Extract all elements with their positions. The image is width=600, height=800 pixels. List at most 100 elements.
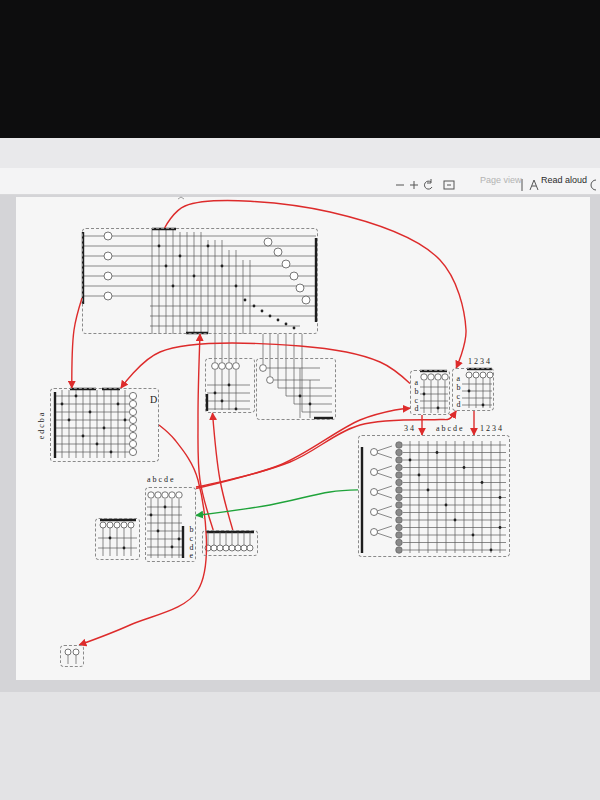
right-small-circuit-b-part <box>468 390 471 393</box>
toolbar-icons-part <box>444 181 454 189</box>
top-circuit-part <box>274 248 282 256</box>
circuit-box: 1 2 3 4a b c d <box>452 368 494 411</box>
signal-label: 3 4 <box>403 425 415 433</box>
middle-circuit-b-part <box>260 365 267 372</box>
top-circuit-part <box>244 299 247 302</box>
lower-middle-circuit <box>147 492 183 558</box>
left-circuit-part <box>129 408 136 415</box>
right-large-circuit-part <box>396 479 403 486</box>
right-large-circuit-part <box>371 469 378 476</box>
middle-circuit-b-part <box>267 377 274 384</box>
signal-arrow <box>196 490 358 516</box>
toolbar-icons-part <box>591 180 596 190</box>
left-circuit-part <box>129 448 136 455</box>
left-circuit-part <box>103 427 106 430</box>
right-large-circuit-part <box>403 445 506 550</box>
connectors <box>72 201 474 645</box>
middle-circuit-a-part <box>226 363 233 370</box>
right-large-circuit-part <box>396 547 403 554</box>
right-small-circuit-b-part <box>480 372 486 378</box>
middle-circuit-a-part <box>206 394 208 411</box>
lower-left-circuit-part <box>123 547 126 550</box>
right-small-circuit-a-part <box>423 393 426 396</box>
right-large-circuit-part <box>499 526 502 529</box>
output-lollipops-part <box>65 649 71 655</box>
right-small-circuit-b-part <box>466 372 472 378</box>
lower-middle-circuit-part <box>150 514 153 517</box>
top-circuit-part <box>302 296 310 304</box>
circuit-box <box>82 228 318 334</box>
top-circuit-part <box>172 285 175 288</box>
lower-middle-circuit-part <box>176 492 182 498</box>
toolbar-label: Read aloud <box>541 176 587 185</box>
circuit-box <box>60 645 84 667</box>
left-circuit-part <box>129 416 136 423</box>
left-circuit-part <box>129 400 136 407</box>
lower-middle-circuit-part <box>164 506 167 509</box>
left-circuit-part <box>110 451 113 454</box>
top-circuit-part <box>277 319 280 322</box>
lower-left-circuit-part <box>100 519 136 521</box>
left-circuit-part <box>129 392 136 399</box>
signal-arrow <box>79 425 206 645</box>
lower-left-circuit-part <box>100 522 106 528</box>
bottom-lollipop-row-part <box>211 545 217 551</box>
circuit-box <box>95 518 140 560</box>
lower-left-circuit <box>98 520 137 556</box>
top-circuit-part <box>221 265 224 268</box>
lower-middle-circuit-part <box>182 526 184 558</box>
right-large-circuit-part <box>396 539 403 546</box>
right-large-circuit-part <box>371 509 378 516</box>
middle-circuit-b-part <box>267 368 320 418</box>
right-large-circuit-part <box>410 441 500 553</box>
signal-label: a b c d <box>455 375 462 410</box>
right-large-circuit-part <box>396 464 403 471</box>
right-small-circuit-b-part <box>473 372 479 378</box>
toolbar-icons <box>178 179 596 199</box>
toolbar-icons-part <box>396 181 418 189</box>
left-circuit-part <box>82 435 85 438</box>
right-large-circuit-part <box>396 487 403 494</box>
right-large-circuit-part <box>396 532 403 539</box>
lower-middle-circuit-part <box>171 546 174 549</box>
right-large-circuit-part <box>436 451 439 454</box>
right-large-circuit-part <box>361 447 363 553</box>
right-large-circuit-part <box>396 517 403 524</box>
right-large-circuit-part <box>396 509 403 516</box>
output-lollipops-part <box>68 655 76 664</box>
middle-circuit-a-part <box>207 370 250 410</box>
right-small-circuit-a-part <box>419 381 448 413</box>
signal-arrow <box>196 408 410 487</box>
circuit-box: a b c d <box>410 370 450 415</box>
circuit-box: a b c d eb c d e <box>145 487 196 562</box>
right-small-circuit-a-part <box>421 374 427 380</box>
signal-label: a b c d e <box>146 476 175 484</box>
top-circuit-part <box>293 327 296 330</box>
top-circuit-part <box>84 236 316 326</box>
circuit-box <box>256 358 336 420</box>
right-large-circuit-part <box>371 489 378 496</box>
bottom-lollipop-row-part <box>247 545 253 551</box>
middle-circuit-a-part <box>221 400 224 403</box>
circuit-box <box>202 530 258 556</box>
middle-circuit-a-part <box>219 363 226 370</box>
output-lollipops-part <box>73 649 79 655</box>
right-large-circuit-part <box>396 472 403 479</box>
lower-middle-circuit-part <box>155 492 161 498</box>
bottom-lollipop-row-part <box>241 545 247 551</box>
middle-circuit-a-part <box>212 363 219 370</box>
lower-middle-circuit-part <box>147 499 182 558</box>
toolbar-icons-part <box>424 179 432 189</box>
middle-circuit-a-part <box>233 363 240 370</box>
left-circuit-part <box>129 440 136 447</box>
middle-circuit-a-part <box>228 384 231 387</box>
circuit-box: e d c b aD <box>50 388 159 462</box>
middle-circuit-b-part <box>314 417 333 419</box>
top-circuit-part <box>290 272 298 280</box>
signal-arrow <box>72 298 82 388</box>
top-circuit-part <box>261 310 264 313</box>
right-large-circuit-part <box>396 502 403 509</box>
left-circuit-part <box>55 389 120 458</box>
middle-circuit-b-part <box>299 395 302 398</box>
